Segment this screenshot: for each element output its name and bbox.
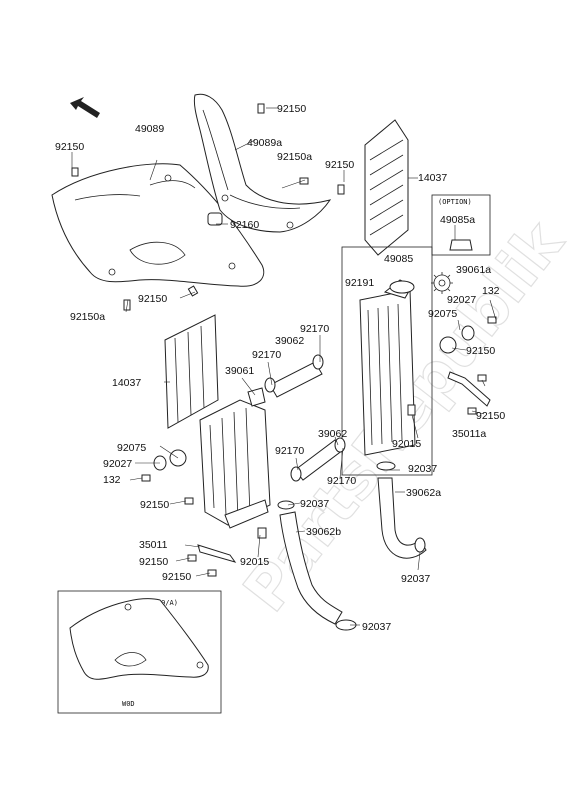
label-92150: 92150 [55,141,84,153]
label-14037: 14037 [418,172,447,184]
bracket-35011a [447,371,491,407]
collar-92027-r [461,325,475,341]
bolt-92150-d [337,184,345,195]
clamp-92037-b [376,461,396,471]
label-92191: 92191 [345,277,374,289]
clamp-92037-a [277,500,295,510]
bolt-92150a-b [299,177,309,185]
damper-92015-r [407,404,416,416]
label-49089a: 49089a [247,137,282,149]
clamp-92170-a [312,354,324,370]
inset-caption: W0D [122,700,135,708]
option-title: (OPTION) [438,198,472,206]
label-92015: 92015 [240,556,269,568]
label-92150a: 92150a [277,151,312,163]
label-92075: 92075 [117,442,146,454]
label-92027: 92027 [103,458,132,470]
label-92015: 92015 [392,438,421,450]
bolt-92150-g [184,497,194,505]
bolt-92150-i [207,569,217,577]
label-39061a: 39061a [456,264,491,276]
guard-14037-right [364,119,409,256]
bolt-92150-c [257,103,265,114]
label-92150: 92150 [138,293,167,305]
bolt-132-l [141,474,151,482]
inset-shroud [69,598,209,680]
label-92170: 92170 [275,445,304,457]
leader-lines [71,107,497,626]
bolt-92150-a [71,167,79,177]
label-14037: 14037 [112,377,141,389]
bolt-92150-f1 [477,374,487,382]
inset-frame [57,590,222,714]
label-92027: 92027 [447,294,476,306]
label-39062: 39062 [318,428,347,440]
label-92170: 92170 [327,475,356,487]
label-92150: 92150 [466,345,495,357]
cap-49085a [449,239,473,251]
shroud-49089 [51,163,265,287]
label-49089: 49089 [135,123,164,135]
damper-92015-l [257,527,267,539]
gear-logo-icon [431,272,453,294]
label-92150: 92150 [277,103,306,115]
clamp-92170-d [334,437,346,453]
label-92037: 92037 [401,573,430,585]
label-92037: 92037 [362,621,391,633]
label-35011a: 35011a [452,428,486,440]
inset-box: (49089/A) W0D [57,590,222,714]
radiator-left [199,399,271,529]
label-92150: 92150 [139,556,168,568]
label-92037: 92037 [300,498,329,510]
clamp-92170-c [290,466,302,482]
label-132: 132 [482,285,500,297]
label-49085: 49085 [384,253,413,265]
label-92160: 92160 [230,219,259,231]
grommet-92160 [207,212,223,226]
label-92170: 92170 [252,349,281,361]
label-92170: 92170 [300,323,329,335]
label-132: 132 [103,474,121,486]
label-92037: 92037 [408,463,437,475]
hose-39062b [279,511,343,625]
radiator-right [341,246,433,476]
label-92150: 92150 [325,159,354,171]
bolt-92150-h [187,554,197,562]
bolt-132-r [487,316,497,324]
option-frame [431,194,491,256]
bracket-35011 [197,544,237,563]
label-92150: 92150 [476,410,505,422]
label-49085a: 49085a [440,214,475,226]
guard-14037-left [164,314,219,429]
label-39061: 39061 [225,365,254,377]
label-92150: 92150 [140,499,169,511]
label-92075: 92075 [428,308,457,320]
label-39062a: 39062a [406,487,441,499]
clamp-92170-b [264,377,276,393]
label-92150: 92150 [162,571,191,583]
pipe-39061 [247,387,266,407]
bolt-92150-b [187,285,199,297]
grommet-92075-r [439,336,457,354]
hose-39062-upper [269,361,323,398]
label-35011: 35011 [139,539,168,551]
clamp-92037-c [414,537,426,553]
arrow-front-icon [70,97,100,118]
label-92150a: 92150a [70,311,105,323]
option-box: (OPTION) [431,194,491,256]
radiator-frame-right [341,246,433,476]
shroud-49089a [193,93,332,233]
label-39062: 39062 [275,335,304,347]
label-39062b: 39062b [306,526,341,538]
